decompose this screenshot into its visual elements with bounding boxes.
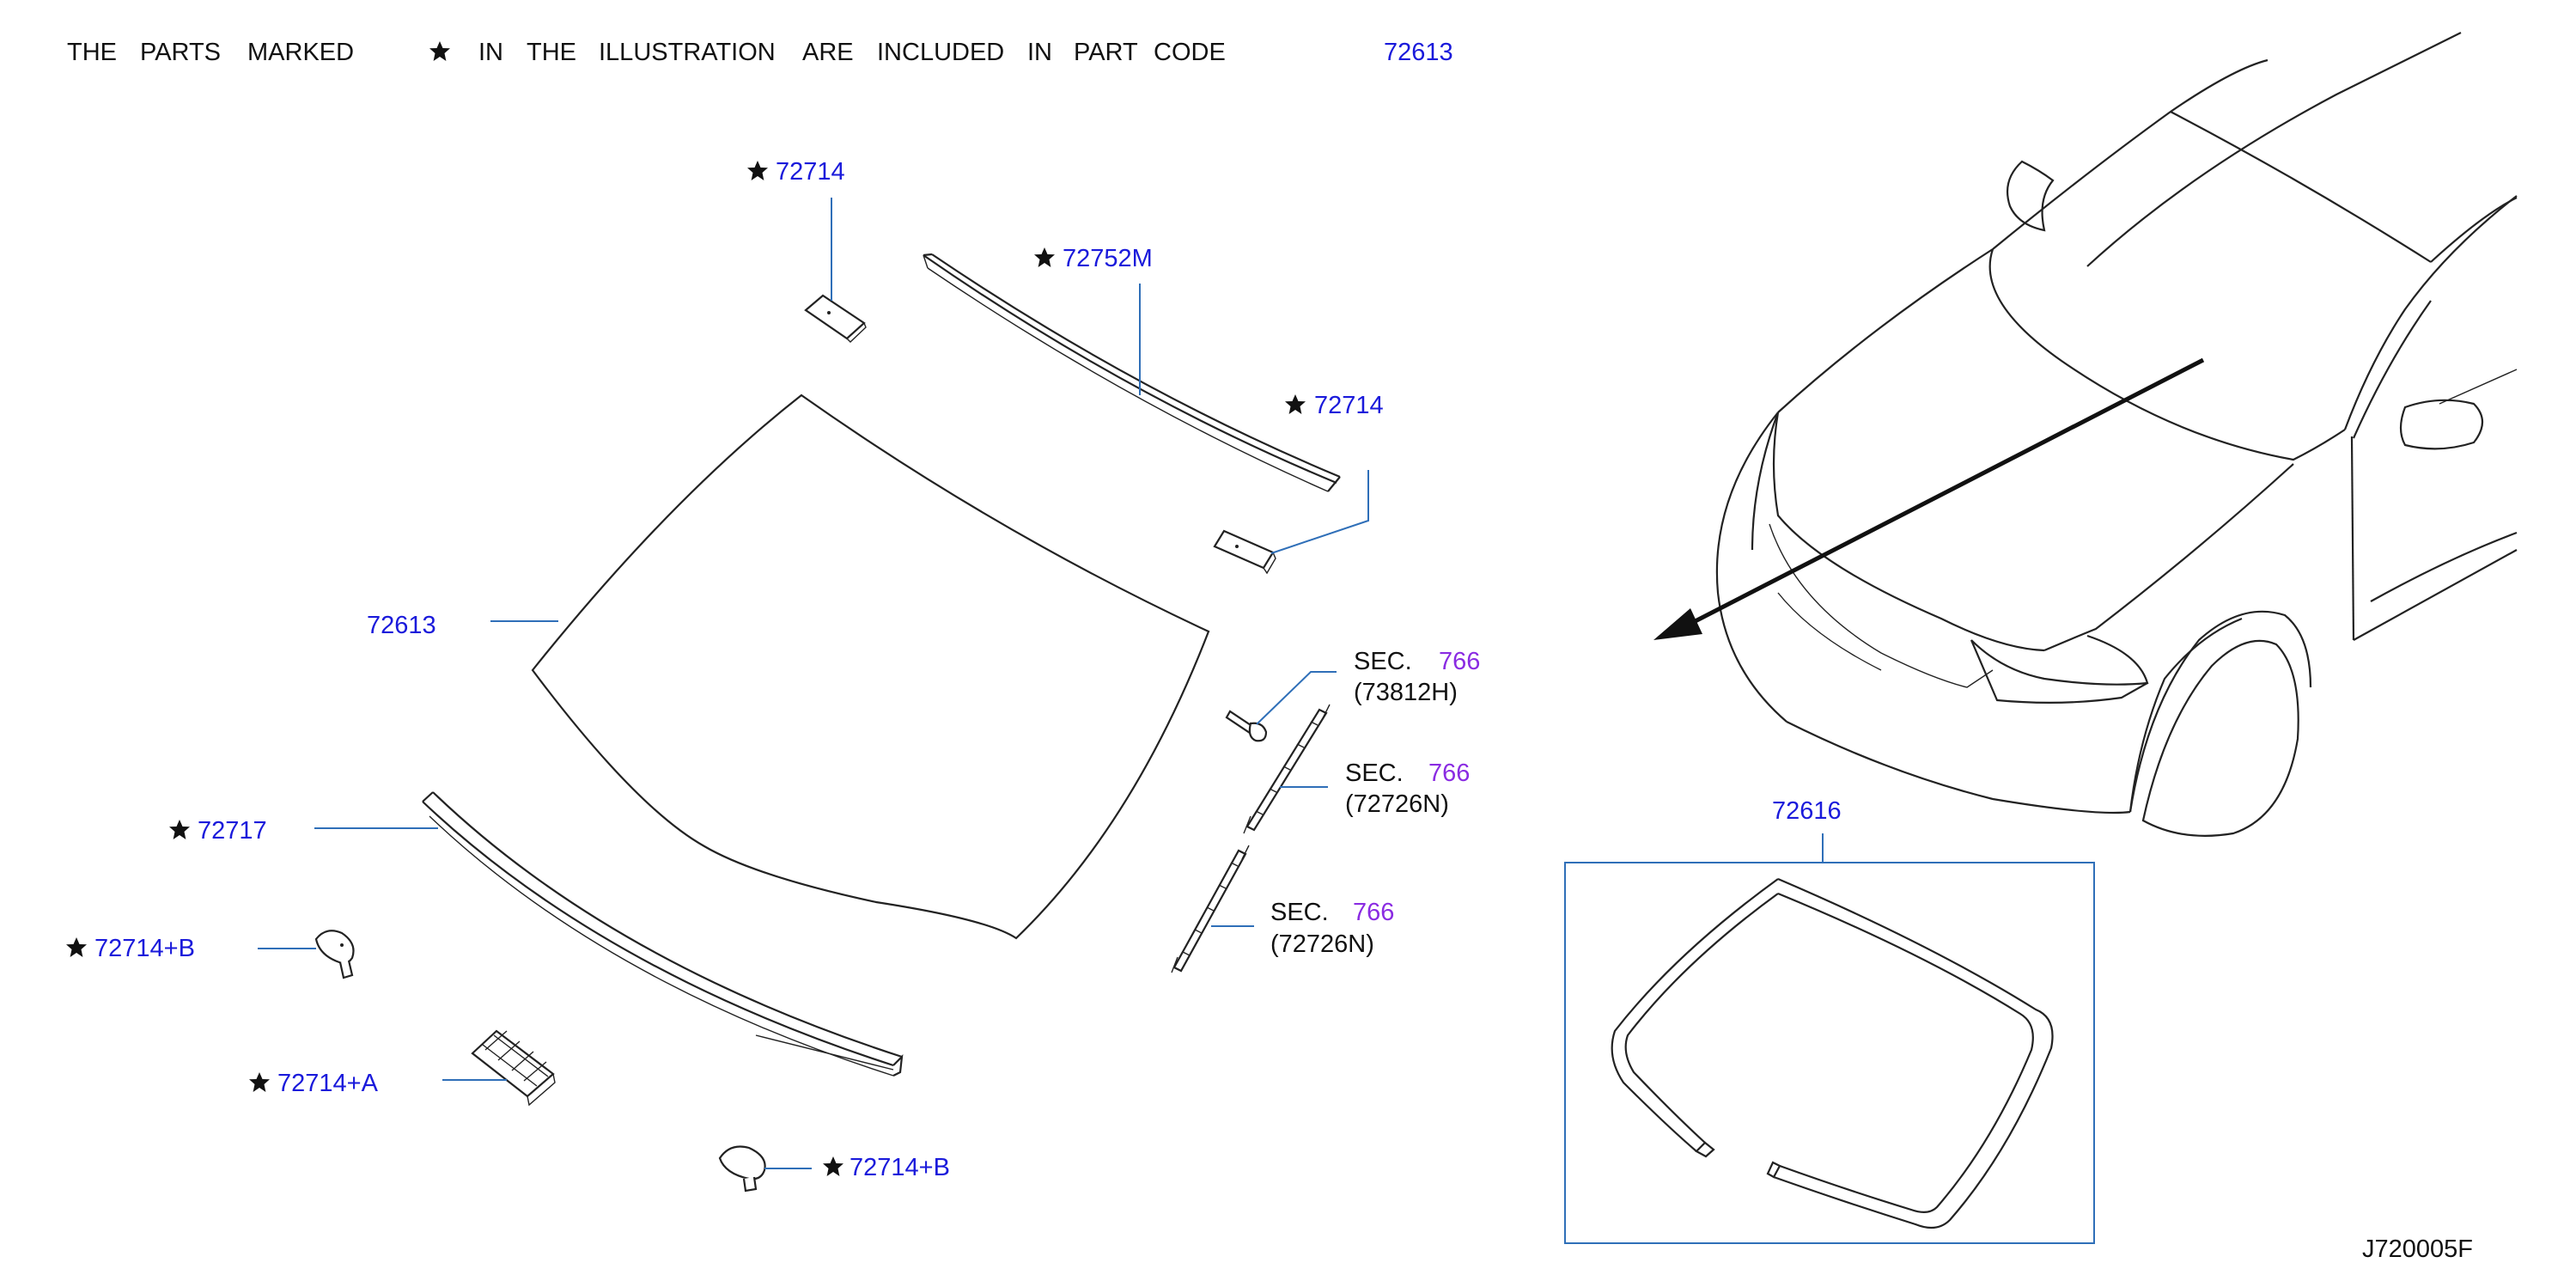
header-part-code[interactable]: 72613 [1384,39,1453,66]
header-word-included: INCLUDED [877,39,1004,66]
dam-rubber-seal [1611,877,2054,1229]
star-icon [1034,247,1055,267]
header-note: THE PARTS MARKED IN THE ILLUSTRATION ARE… [67,39,1453,66]
detail-box [1564,862,2095,1244]
callout-cap-left[interactable]: 72714+B [94,935,195,962]
header-word-in: IN [478,39,503,66]
vehicle-outline [1653,32,2518,837]
header-word-are: ARE [802,39,854,66]
callout-clip-top-right[interactable]: 72714 [1314,392,1384,419]
sec-2-prefix: SEC. [1345,760,1404,787]
header-word-illustration: ILLUSTRATION [599,39,776,66]
callout-cap-bottom[interactable]: 72714+B [850,1154,950,1181]
moulding-lower [422,791,904,1077]
sec-1-number[interactable]: 766 [1439,648,1480,675]
fastener-clip [1225,710,1268,742]
star-icon [169,820,190,839]
spacer-block [471,1029,556,1107]
header-word-in-2: IN [1027,39,1052,66]
sec-3-part: (72726N) [1270,930,1374,958]
moulding-upper [923,253,1341,492]
retainer-lower [1171,845,1250,973]
clip-top-left [804,294,867,343]
cap-left [314,930,355,979]
star-icon [249,1072,270,1092]
leader-sec-1 [1256,671,1337,725]
callout-dam-rubber[interactable]: 72616 [1772,797,1842,825]
sec-1-part: (73812H) [1354,679,1458,706]
star-icon [429,41,450,61]
leader-clip-top-right [1270,470,1369,554]
cap-bottom [718,1145,766,1193]
figure-code: J720005F [2362,1235,2473,1263]
callout-windshield[interactable]: 72613 [367,612,436,639]
header-word-parts: PARTS [140,39,221,66]
star-icon [1285,394,1306,414]
sec-1-prefix: SEC. [1354,648,1412,675]
star-icon [66,937,87,957]
callout-clip-top-left[interactable]: 72714 [776,158,845,186]
star-icon [823,1156,843,1176]
callout-spacer[interactable]: 72714+A [277,1070,379,1097]
clip-top-right [1213,529,1276,575]
windshield-glass [531,393,1210,940]
callout-moulding-upper[interactable]: 72752M [1063,245,1153,272]
star-icon [747,161,768,180]
sec-2-number[interactable]: 766 [1428,760,1470,787]
sec-2-part: (72726N) [1345,790,1449,818]
header-word-code: CODE [1154,39,1226,66]
header-word-the-2: THE [527,39,576,66]
header-word-marked: MARKED [247,39,354,66]
callout-moulding-lower[interactable]: 72717 [198,817,267,845]
sec-3-number[interactable]: 766 [1353,899,1394,926]
retainer-upper [1243,704,1331,834]
header-word-the: THE [67,39,117,66]
sec-3-prefix: SEC. [1270,899,1329,926]
header-word-part: PART [1074,39,1138,66]
